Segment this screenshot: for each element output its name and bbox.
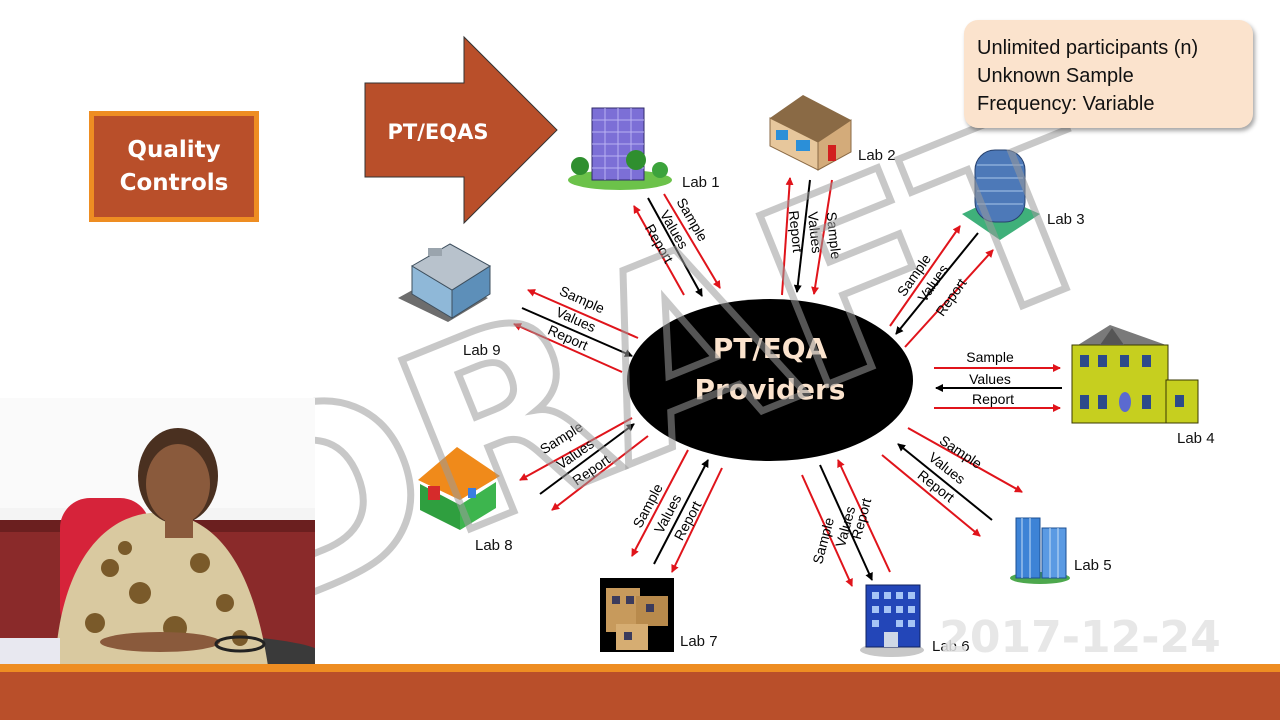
lab2-label: Lab 2 (858, 147, 896, 164)
lab9-building-icon (398, 243, 491, 322)
lab3-tower-icon (962, 149, 1040, 240)
info-callout: Unlimited participants (n) Unknown Sampl… (964, 20, 1253, 128)
lab4-report-label: Report (972, 391, 1014, 407)
providers-title-line2: Providers (695, 373, 846, 406)
lab6-report-label: Report (848, 496, 874, 541)
presenter-image (0, 398, 315, 666)
date-stamp: 2017-12-24 (939, 612, 1220, 663)
lab1-building-icon (568, 107, 672, 190)
info-line1: Unlimited participants (n) (977, 37, 1199, 59)
bottom-accent-bar (0, 664, 1280, 720)
pteqas-arrow-label: PT/EQAS (388, 120, 489, 144)
quality-controls-box: Quality Controls (89, 111, 259, 222)
lab2-house-icon (769, 95, 852, 171)
lab2-flows: Report Values Sample (781, 177, 845, 296)
lab2-sample-label: Sample (824, 211, 845, 260)
lab4-flows: Sample Values Report (934, 349, 1062, 412)
lab4-house-icon (1071, 325, 1199, 424)
lab5-flows: Sample Values Report (881, 427, 1023, 537)
info-line2: Unknown Sample (977, 65, 1134, 87)
lab2-report-label: Report (786, 210, 806, 254)
lab5-towers-icon (1010, 517, 1070, 584)
lab4-values-label: Values (969, 371, 1011, 387)
lab3-label: Lab 3 (1047, 211, 1085, 228)
providers-ellipse (627, 299, 913, 461)
lab9-label: Lab 9 (463, 342, 501, 359)
draft-watermark: DRAFT (170, 50, 1146, 670)
info-line3: Frequency: Variable (977, 93, 1155, 115)
providers-title-line1: PT/EQA (713, 332, 828, 365)
lab8-label: Lab 8 (475, 537, 513, 554)
lab8-house-icon (418, 447, 500, 530)
lab6-label: Lab 6 (932, 638, 970, 655)
lab4-label: Lab 4 (1177, 430, 1215, 447)
quality-controls-line1: Quality (127, 136, 221, 163)
lab1-label: Lab 1 (682, 174, 720, 191)
pteqas-arrow (364, 35, 558, 225)
lab2-values-label: Values (805, 211, 825, 254)
presenter-video (0, 398, 315, 666)
lab6-building-icon (860, 584, 924, 657)
lab4-sample-label: Sample (966, 349, 1014, 365)
quality-controls-line2: Controls (119, 169, 229, 196)
lab5-label: Lab 5 (1074, 557, 1112, 574)
lab7-label: Lab 7 (680, 633, 718, 650)
lab6-flows: Sample Values Report (801, 459, 891, 587)
lab7-building-icon (600, 578, 674, 652)
